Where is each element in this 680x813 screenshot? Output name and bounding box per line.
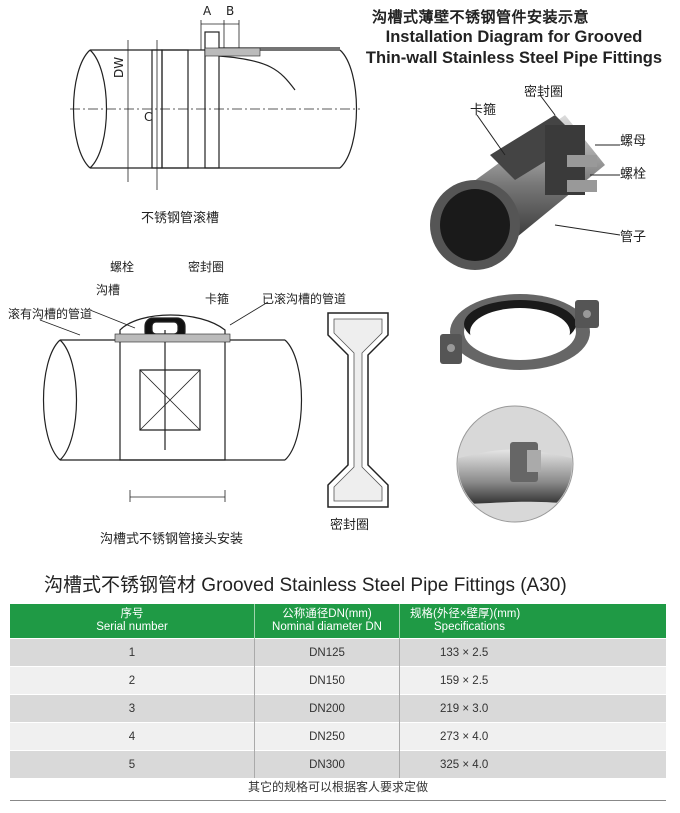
groove-diagram [70,20,360,190]
section-title-cn: 沟槽式不锈钢管材 [44,574,197,596]
photo-label-pipe: 管子 [620,230,647,245]
install-label-grooved-pipe-left: 滚有沟槽的管道 [8,307,93,321]
table-row: 4 DN250 273 × 4.0 [10,722,666,751]
header-diameter: 公称通径DN(mm)Nominal diameter DN [254,604,400,639]
groove-caption: 不锈钢管滚槽 [141,211,220,226]
clamp-ring-photo [440,294,599,370]
title-chinese: 沟槽式薄壁不锈钢管件安装示意 [372,8,590,26]
install-label-bolt: 螺栓 [110,260,135,274]
install-label-seal-ring: 密封圈 [188,260,225,274]
install-label-clamp: 卡箍 [205,292,230,306]
photo-label-bolt: 螺栓 [620,167,647,182]
table-note: 其它的规格可以根据客人要求定做 [247,780,428,794]
install-diagram [39,301,303,502]
photo-label-nut: 螺母 [620,134,647,149]
dim-b-label: B [226,4,235,18]
section-title-en: Grooved Stainless Steel Pipe Fittings (A… [201,575,567,596]
title-english-line1: Installation Diagram for Grooved [385,28,643,46]
install-caption: 沟槽式不锈钢管接头安装 [100,532,244,547]
bottom-divider [10,800,666,801]
section-title: 沟槽式不锈钢管材 Grooved Stainless Steel Pipe Fi… [44,570,567,597]
install-label-grooved-pipe-right: 已滚沟槽的管道 [262,292,347,306]
gasket-cross-section [327,312,389,508]
dim-c-label: C [144,110,153,124]
table-row: 1 DN125 133 × 2.5 [10,638,666,667]
table-row: 5 DN300 325 × 4.0 [10,750,666,778]
title-english: Installation Diagram for Grooved Thin-wa… [354,27,674,69]
table-row: 2 DN150 159 × 2.5 [10,666,666,695]
dim-a-label: A [203,4,212,18]
gasket-caption: 密封圈 [330,518,370,533]
clamp-assembly-photo [430,94,621,270]
photo-label-clamp: 卡箍 [470,103,497,118]
dim-dw-label: DW [112,56,126,78]
pipe-clamp-circle-photo [456,405,574,523]
install-label-groove: 沟槽 [96,283,121,297]
title-english-line2: Thin-wall Stainless Steel Pipe Fittings [365,49,663,67]
photo-label-seal-ring: 密封圈 [524,85,564,100]
header-spec: 规格(外径×壁厚)(mm)Specifications [399,604,666,639]
table-row: 3 DN200 219 × 3.0 [10,694,666,723]
